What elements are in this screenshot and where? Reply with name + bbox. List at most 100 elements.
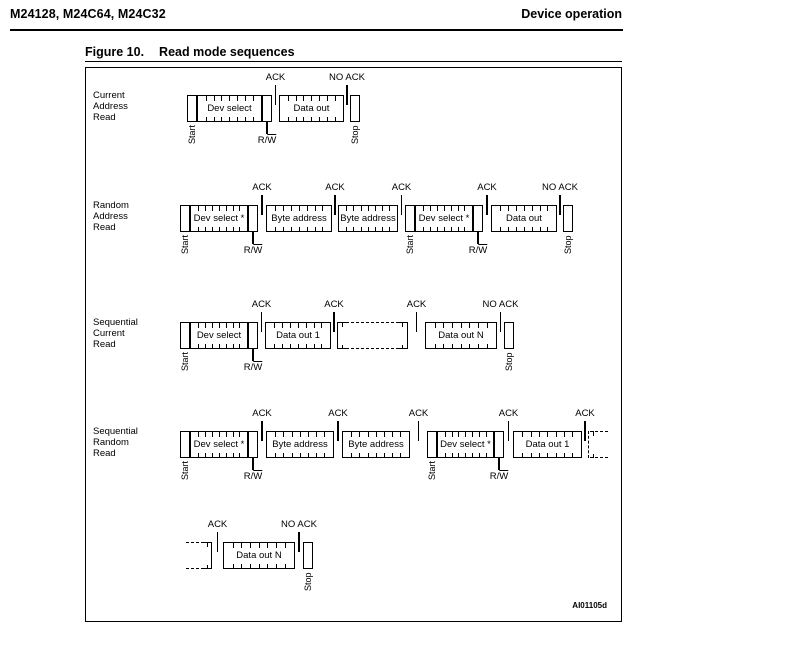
field-label: Byte address (340, 213, 396, 224)
dashed-top-line (590, 431, 608, 432)
bit-tick (523, 206, 525, 211)
bit-tick (291, 452, 293, 457)
bit-tick (283, 452, 285, 457)
bit-tick (221, 116, 223, 121)
bit-tick (239, 323, 241, 328)
bit-tick (547, 206, 549, 211)
bit-tick (252, 116, 254, 121)
bit-tick (351, 452, 353, 457)
bit-tick (367, 206, 369, 211)
bit-tick (281, 343, 283, 348)
bit-tick (204, 323, 206, 328)
bit-tick (306, 206, 308, 211)
rw-label-prefix: R/ (489, 471, 500, 482)
bit-tick (281, 323, 283, 328)
bit-tick (197, 343, 199, 348)
bit-tick (443, 206, 445, 211)
field-label: Dev select (196, 330, 242, 341)
bit-tick (478, 432, 480, 437)
bit-tick (284, 563, 286, 568)
bit-tick (452, 323, 454, 328)
bit-tick (316, 432, 318, 437)
bit-tick (367, 226, 369, 231)
bit-tick (436, 206, 438, 211)
rw-label: R/W (458, 245, 498, 256)
rw-label-overlined: W (253, 362, 263, 373)
bit-tick (434, 343, 436, 348)
ack-label: ACK (408, 408, 429, 419)
bit-tick (290, 226, 292, 231)
bit-tick (457, 226, 459, 231)
field-label: Byte address (271, 213, 327, 224)
bit-tick (267, 563, 269, 568)
start-label: Start (180, 461, 190, 481)
ack-tick (261, 421, 263, 441)
bit-tick (469, 323, 471, 328)
bit-tick (434, 323, 436, 328)
rw-box (248, 205, 258, 232)
bit-tick (313, 343, 315, 348)
continuation-cap (337, 322, 346, 349)
rw-label-overlined: W (499, 471, 509, 482)
bit-tick (225, 343, 227, 348)
rw-pointer-line (252, 349, 254, 361)
ack-label: ACK (391, 182, 412, 193)
bit-tick (225, 452, 227, 457)
bit-tick (239, 343, 241, 348)
bit-tick (555, 432, 557, 437)
bit-tick (389, 206, 391, 211)
bit-tick (218, 323, 220, 328)
bit-tick (478, 452, 480, 457)
bit-tick (443, 226, 445, 231)
rw-label: R/W (479, 471, 519, 482)
ack-tick (559, 195, 561, 215)
bit-tick (346, 226, 348, 231)
field-label: Byte address (272, 439, 328, 450)
start-box (180, 431, 190, 458)
field-label: Dev select (207, 103, 252, 114)
row-label-line: Sequential (93, 426, 138, 437)
ack-label: ACK (252, 408, 272, 419)
bit-tick (204, 452, 206, 457)
rw-box (248, 431, 258, 458)
bit-tick (530, 432, 532, 437)
bit-tick (211, 343, 213, 348)
ack-label: ACK (477, 182, 497, 193)
bit-tick (486, 343, 488, 348)
no-ack-label: NO ACK (482, 299, 519, 310)
bit-tick (311, 96, 313, 101)
bit-tick (367, 432, 369, 437)
bit-tick (322, 226, 324, 231)
start-box (180, 322, 190, 349)
bit-tick (530, 452, 532, 457)
ack-label: ACK (406, 299, 427, 310)
bit-tick (367, 452, 369, 457)
ack-label: ACK (575, 408, 595, 419)
header-rule (10, 29, 623, 31)
rw-pointer-line (498, 458, 500, 470)
dashed-bottom-line (186, 568, 204, 569)
bit-tick (375, 432, 377, 437)
field-label: Data out (506, 213, 542, 224)
bit-tick (197, 323, 199, 328)
bit-tick (211, 206, 213, 211)
bit-tick (299, 452, 301, 457)
bit-tick (485, 432, 487, 437)
no-ack-label: NO ACK (329, 72, 365, 83)
row-label-line: Read (93, 338, 116, 350)
bit-tick (211, 452, 213, 457)
bit-tick (400, 452, 402, 457)
rw-label-prefix: R/ (243, 471, 254, 482)
bit-tick (225, 226, 227, 231)
bit-tick (295, 96, 297, 101)
bit-tick (563, 432, 565, 437)
start-label: Start (180, 352, 190, 372)
bit-tick (472, 452, 473, 457)
data-out-box: Data out (279, 95, 344, 122)
bit-tick (436, 226, 438, 231)
bit-tick (232, 323, 234, 328)
field-label: Data out 1 (525, 439, 570, 450)
bit-tick (539, 206, 541, 211)
rw-pointer-line (266, 122, 268, 134)
